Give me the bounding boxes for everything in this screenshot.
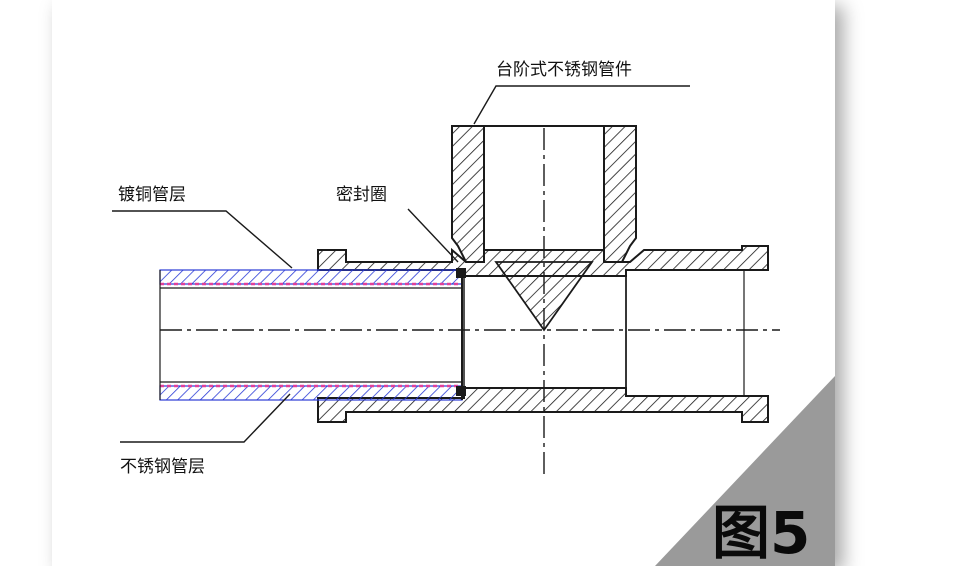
pipe-bottom-copper-layer	[159, 385, 463, 401]
seal-ring-bottom	[456, 386, 466, 396]
leader-seal-ring	[407, 208, 459, 263]
figure-label: 图5	[712, 499, 810, 566]
seal-ring-top	[456, 268, 466, 278]
label-stainless-layer: 不锈钢管层	[120, 457, 205, 477]
corner-triangle	[655, 376, 835, 566]
branch-wall-left	[451, 125, 485, 263]
label-copper-layer: 镀铜管层	[118, 185, 186, 205]
inserted-pipe	[159, 269, 463, 401]
branch-wall-right	[603, 125, 637, 263]
drill-cone	[494, 261, 594, 332]
label-fitting: 台阶式不锈钢管件	[496, 60, 632, 80]
label-seal-ring: 密封圈	[336, 185, 387, 205]
leader-fitting	[473, 85, 690, 125]
pipe-top-copper-layer	[159, 269, 463, 285]
leader-copper-layer	[112, 210, 293, 269]
leader-stainless-layer	[120, 393, 291, 443]
